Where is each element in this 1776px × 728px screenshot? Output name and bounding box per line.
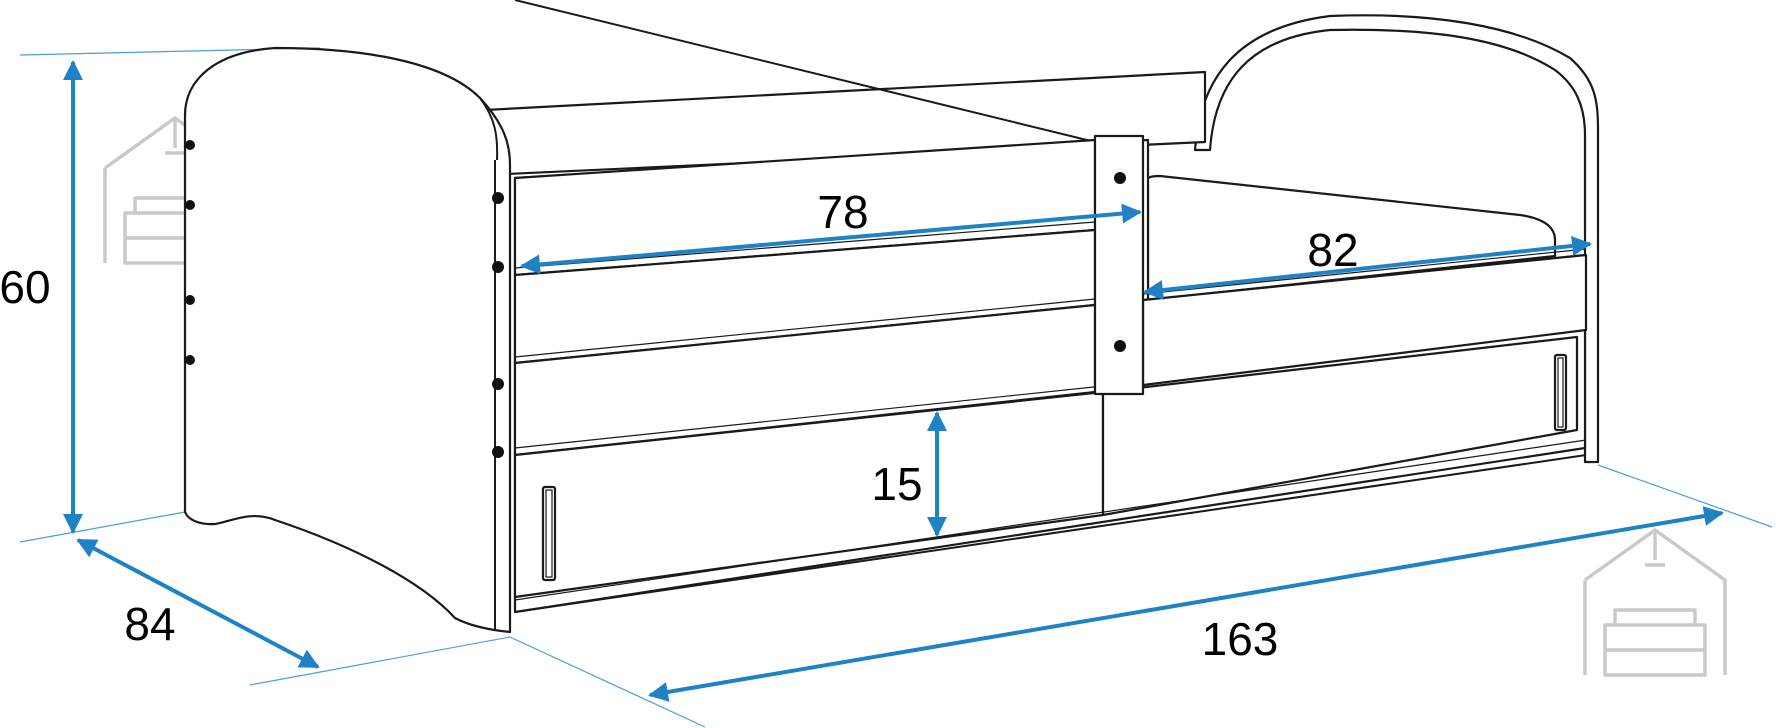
dimension-mattress: 82 <box>1143 224 1592 301</box>
mattress-length-label: 82 <box>1307 224 1358 276</box>
guard-length-label: 78 <box>817 186 868 238</box>
height-label: 60 <box>0 261 51 313</box>
dimension-guard: 78 <box>520 186 1142 275</box>
headboard-bolts <box>185 140 504 458</box>
drawer-handle-left <box>541 485 557 582</box>
dimension-depth: 84 <box>76 538 320 669</box>
drawer-right <box>1101 335 1579 517</box>
left-headboard <box>183 46 512 634</box>
drawer-height-label: 15 <box>871 458 922 510</box>
depth-label: 84 <box>124 598 175 650</box>
house-sofa-watermark-icon <box>1583 528 1727 677</box>
dimension-drawer: 15 <box>871 411 947 537</box>
drawer-handle-right <box>1553 353 1568 432</box>
dimension-height: 60 <box>0 60 83 534</box>
length-label: 163 <box>1202 613 1279 665</box>
right-headboard <box>1193 14 1600 464</box>
dimension-length: 163 <box>648 506 1724 702</box>
